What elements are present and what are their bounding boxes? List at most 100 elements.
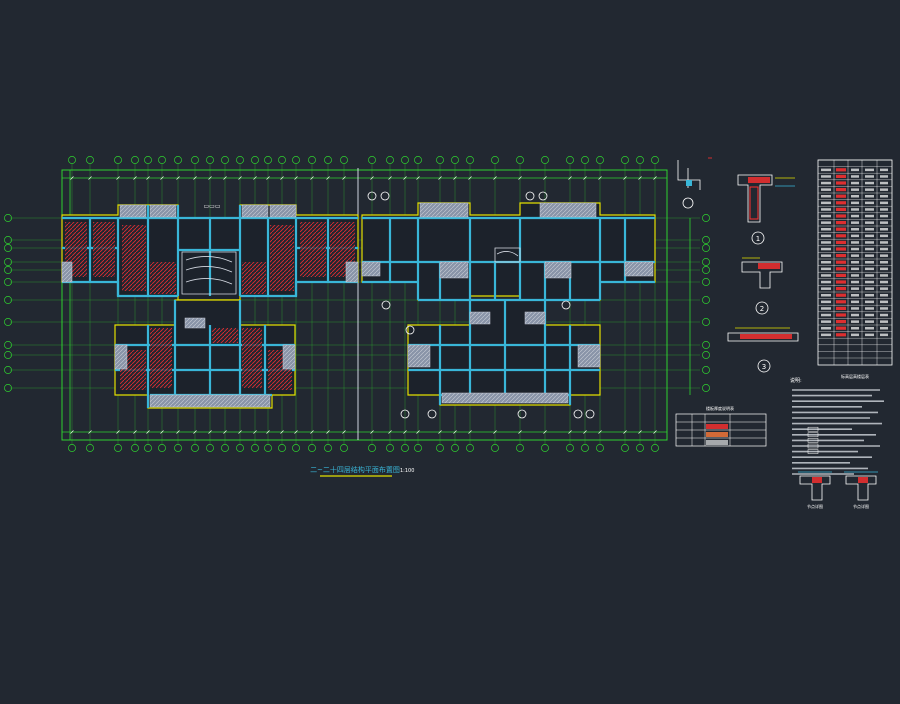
- table-cell-marker: [851, 188, 859, 191]
- table-cell-marker: [836, 254, 846, 258]
- dimension-tick: [583, 430, 587, 434]
- dimension-tick: [342, 176, 346, 180]
- table-cell-marker: [880, 307, 888, 310]
- table-cell-marker: [851, 327, 859, 330]
- shear-wall-zones-left: [65, 222, 355, 390]
- dimension-tick: [223, 430, 227, 434]
- node-detail-label-2: 节点详图: [853, 503, 869, 509]
- dimension-tick: [266, 430, 270, 434]
- dimension-tick: [146, 430, 150, 434]
- axis-bubble-bottom: [114, 444, 122, 452]
- table-cell-marker: [836, 174, 846, 178]
- detail-top-small: [677, 157, 712, 209]
- dimension-tick: [88, 430, 92, 434]
- axis-bubble-right: [702, 266, 710, 274]
- axis-bubble-right: [702, 244, 710, 252]
- dimension-tick: [326, 430, 330, 434]
- table-cell-marker: [836, 214, 846, 218]
- main-plan: ▭▭▭: [4, 156, 710, 477]
- axis-bubble-top: [436, 156, 444, 164]
- dimension-tick: [543, 176, 547, 180]
- dimension-tick: [403, 176, 407, 180]
- axis-bubble-bottom: [308, 444, 316, 452]
- dimension-tick: [310, 176, 314, 180]
- dimension-tick: [598, 430, 602, 434]
- axis-bubble-top: [86, 156, 94, 164]
- dimension-tick: [623, 430, 627, 434]
- axis-bubble-bottom: [451, 444, 459, 452]
- axis-bubble-bottom: [436, 444, 444, 452]
- table-cell-marker: [836, 267, 846, 271]
- dimension-tick: [238, 176, 242, 180]
- core-label: ▭▭▭: [203, 203, 220, 210]
- table-cell-marker: [865, 247, 874, 251]
- table-cell-marker: [821, 274, 831, 277]
- axis-bubble-top: [324, 156, 332, 164]
- axis-bubble-bottom: [278, 444, 286, 452]
- dimension-tick: [453, 176, 457, 180]
- dimension-tick: [438, 176, 442, 180]
- dimension-tick: [453, 430, 457, 434]
- table-cell-marker: [851, 320, 859, 323]
- table-cell-marker: [880, 228, 888, 231]
- table-cell-marker: [821, 208, 831, 211]
- axis-bubble-bottom: [264, 444, 272, 452]
- table-cell-marker: [851, 300, 859, 304]
- table-cell-marker: [836, 313, 846, 317]
- axis-bubble-top: [541, 156, 549, 164]
- notes-heading: 说明:: [790, 377, 802, 384]
- dimension-tick: [133, 176, 137, 180]
- table-cell-marker: [880, 195, 888, 198]
- axis-bubble-left: [4, 351, 12, 359]
- table-cell-marker: [821, 195, 831, 198]
- dimension-tick: [160, 176, 164, 180]
- axis-bubble-top: [516, 156, 524, 164]
- table-cell-marker: [865, 327, 874, 330]
- table-cell-marker: [836, 280, 846, 284]
- note-legend-box: [807, 438, 819, 443]
- axis-bubble-bottom: [206, 444, 214, 452]
- table-cell-marker: [865, 280, 874, 284]
- walls-left: [62, 205, 358, 408]
- axis-bubble-top: [566, 156, 574, 164]
- table-cell-marker: [851, 254, 859, 257]
- table-cell-marker: [821, 241, 831, 244]
- table-cell-marker: [851, 214, 859, 218]
- table-cell-marker: [836, 181, 846, 185]
- table-cell-marker: [836, 227, 846, 231]
- table-cell-marker: [865, 241, 874, 244]
- axis-bubble-bottom: [401, 444, 409, 452]
- table-cell-marker: [821, 214, 831, 218]
- dimension-tick: [223, 176, 227, 180]
- table-cell-marker: [880, 181, 888, 185]
- node-detail-label-1: 节点详图: [807, 503, 823, 509]
- table-cell-marker: [821, 221, 831, 224]
- table-cell-marker: [880, 188, 888, 191]
- table-cell-marker: [865, 181, 874, 185]
- table-cell-marker: [865, 307, 874, 310]
- axis-bubble-top: [414, 156, 422, 164]
- table-cell-marker: [836, 300, 846, 304]
- table-cell-marker: [851, 195, 859, 198]
- table-cell-marker: [865, 333, 874, 337]
- table-cell-marker: [836, 194, 846, 198]
- axis-bubble-bottom: [158, 444, 166, 452]
- dimension-tick: [370, 430, 374, 434]
- table-cell-marker: [865, 267, 874, 271]
- axis-bubble-bottom: [292, 444, 300, 452]
- floor-schedule-table: 标高层高楼层表: [817, 159, 893, 379]
- table-cell-marker: [821, 313, 831, 317]
- axis-bubble-top: [340, 156, 348, 164]
- table-cell-marker: [865, 208, 874, 211]
- axis-bubble-left: [4, 341, 12, 349]
- table-cell-marker: [851, 247, 859, 251]
- table-cell-marker: [821, 320, 831, 323]
- dimension-tick: [518, 430, 522, 434]
- axis-bubble-bottom: [191, 444, 199, 452]
- dimension-tick: [116, 176, 120, 180]
- node-details: 节点详图 节点详图: [798, 471, 878, 509]
- table-cell-marker: [865, 313, 874, 317]
- table-cell-marker: [865, 261, 874, 264]
- axis-bubble-left: [4, 214, 12, 222]
- dimension-tick: [193, 176, 197, 180]
